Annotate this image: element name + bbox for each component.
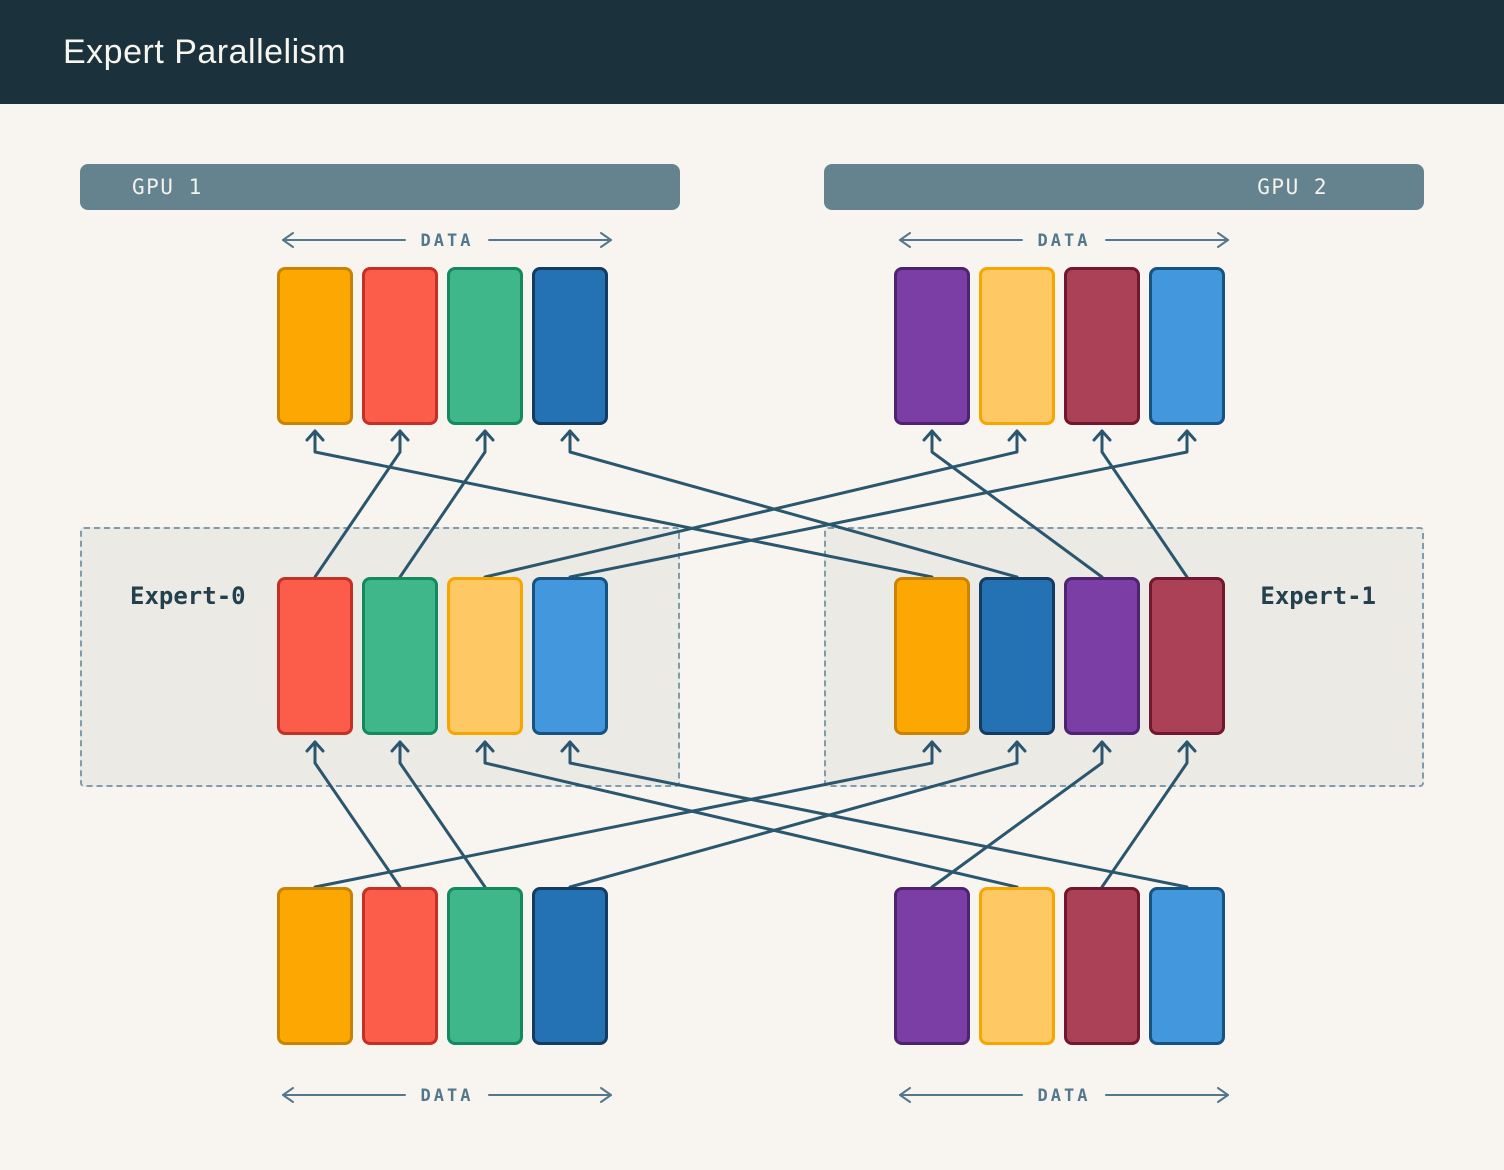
page-title: Expert Parallelism bbox=[63, 33, 346, 71]
arrowhead-icon bbox=[1177, 429, 1197, 442]
token-block-maroon bbox=[1064, 887, 1140, 1045]
token-block-red bbox=[362, 887, 438, 1045]
token-block-purple bbox=[894, 267, 970, 425]
arrowhead-icon bbox=[305, 429, 325, 442]
token-block-amber bbox=[447, 577, 523, 735]
arrowhead-icon bbox=[1007, 429, 1027, 442]
token-block-amber bbox=[979, 267, 1055, 425]
arrowhead-icon bbox=[560, 429, 580, 442]
data-axis-label: DATA bbox=[1038, 1086, 1091, 1106]
data-axis-label: DATA bbox=[421, 1086, 474, 1106]
right-arrow-icon bbox=[600, 232, 612, 248]
data-axis-label: DATA bbox=[1038, 231, 1091, 251]
token-block-orange bbox=[277, 887, 353, 1045]
gpu1-label: GPU 1 bbox=[132, 175, 203, 199]
gpu2-bar: GPU 2 bbox=[824, 164, 1424, 210]
token-block-orange bbox=[277, 267, 353, 425]
data-axis-label: DATA bbox=[421, 231, 474, 251]
token-block-green bbox=[447, 887, 523, 1045]
token-block-purple bbox=[1064, 577, 1140, 735]
data-axis-bottom-right: DATA bbox=[899, 1086, 1229, 1106]
expert0-label: Expert-0 bbox=[130, 582, 246, 610]
right-arrow-icon bbox=[600, 1087, 612, 1103]
gpu1-bar: GPU 1 bbox=[80, 164, 680, 210]
token-block-red bbox=[277, 577, 353, 735]
left-arrow-icon bbox=[282, 232, 294, 248]
data-axis-top-left: DATA bbox=[282, 231, 612, 251]
token-block-green bbox=[362, 577, 438, 735]
arrowhead-icon bbox=[390, 429, 410, 442]
header-bar: Expert Parallelism bbox=[0, 0, 1504, 104]
right-arrow-icon bbox=[1217, 232, 1229, 248]
expert1-label: Expert-1 bbox=[1260, 582, 1376, 610]
token-block-red bbox=[362, 267, 438, 425]
left-arrow-icon bbox=[899, 232, 911, 248]
data-axis-top-right: DATA bbox=[899, 231, 1229, 251]
arrowhead-icon bbox=[475, 429, 495, 442]
token-block-purple bbox=[894, 887, 970, 1045]
gpu2-label: GPU 2 bbox=[1257, 175, 1328, 199]
token-block-blue bbox=[532, 887, 608, 1045]
left-arrow-icon bbox=[282, 1087, 294, 1103]
token-block-lightblue bbox=[1149, 267, 1225, 425]
token-block-orange bbox=[894, 577, 970, 735]
token-block-amber bbox=[979, 887, 1055, 1045]
token-block-blue bbox=[532, 267, 608, 425]
token-block-lightblue bbox=[1149, 887, 1225, 1045]
arrowhead-icon bbox=[922, 429, 942, 442]
token-block-green bbox=[447, 267, 523, 425]
left-arrow-icon bbox=[899, 1087, 911, 1103]
token-block-lightblue bbox=[532, 577, 608, 735]
arrowhead-icon bbox=[1092, 429, 1112, 442]
token-block-maroon bbox=[1064, 267, 1140, 425]
right-arrow-icon bbox=[1217, 1087, 1229, 1103]
token-block-maroon bbox=[1149, 577, 1225, 735]
data-axis-bottom-left: DATA bbox=[282, 1086, 612, 1106]
token-block-blue bbox=[979, 577, 1055, 735]
